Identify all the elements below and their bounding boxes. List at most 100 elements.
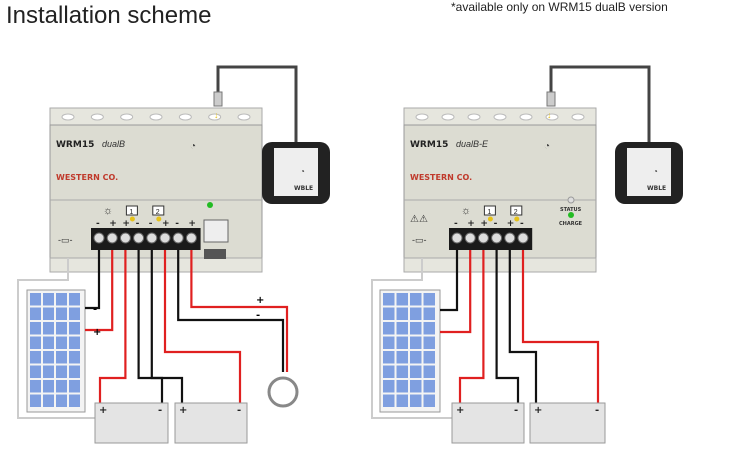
- solar-cell: [56, 351, 67, 364]
- terminal-screw: [93, 232, 105, 244]
- rail-slot: [149, 113, 163, 121]
- solar-cell: [383, 394, 395, 407]
- battery-minus: -: [158, 405, 162, 416]
- solar-cell: [69, 365, 80, 378]
- terminal-screw: [172, 232, 184, 244]
- battery-2-led: [156, 216, 162, 222]
- load-plus: +: [256, 295, 264, 306]
- solar-cell: [56, 322, 67, 335]
- panel-plus: +: [93, 327, 101, 338]
- solar-cell: [30, 380, 41, 393]
- battery-2-icon: [510, 205, 523, 216]
- solar-cell: [43, 293, 54, 306]
- sensor-label: WBLE: [294, 185, 313, 192]
- solar-cell: [423, 307, 435, 320]
- sensor-cable: [216, 65, 298, 142]
- battery1-positive-wire: [98, 250, 127, 403]
- rail-slot: [237, 113, 251, 121]
- solar-cell: [69, 307, 80, 320]
- solar-cell: [43, 380, 54, 393]
- battery2-positive-wire: [163, 250, 242, 403]
- battery: [94, 402, 169, 444]
- terminal-polarity: -: [494, 219, 498, 229]
- solar-cell: [30, 365, 41, 378]
- rail-slot: [61, 113, 75, 121]
- solar-cell: [69, 322, 80, 335]
- bottom-rail: [403, 257, 597, 273]
- solar-cell: [383, 307, 395, 320]
- rail-slot: [519, 113, 533, 121]
- sensor-face: [627, 148, 671, 196]
- wireless-icon: ◔: [300, 167, 305, 176]
- battery1-negative-wire: [137, 250, 164, 403]
- terminal-screw: [464, 232, 476, 244]
- terminal-polarity: -: [149, 219, 153, 229]
- terminal-polarity: +: [467, 219, 475, 229]
- battery1-negative-wire: [495, 250, 520, 403]
- sensor-label: WBLE: [647, 185, 666, 192]
- terminal-screw: [133, 232, 145, 244]
- battery-2-label: 2: [156, 209, 160, 216]
- page-title: Installation scheme: [6, 2, 212, 29]
- charge-label: CHARGE: [559, 221, 583, 227]
- terminal-polarity: -: [96, 219, 100, 229]
- battery-plus: +: [179, 405, 187, 416]
- solar-cell: [30, 293, 41, 306]
- load-minus: -: [256, 310, 260, 321]
- solar-cell: [410, 307, 422, 320]
- solar-cell: [69, 380, 80, 393]
- terminal-screw: [185, 232, 197, 244]
- rs485-port: [204, 249, 226, 259]
- solar-cell: [410, 394, 422, 407]
- terminal-polarity: -: [520, 219, 524, 229]
- solar-cell: [410, 322, 422, 335]
- solar-cell: [56, 336, 67, 349]
- status-led: [567, 196, 575, 204]
- bottom-rail: [49, 257, 263, 273]
- status-label: STATUS: [560, 207, 582, 213]
- terminal-screw: [119, 232, 131, 244]
- solar-cell: [423, 351, 435, 364]
- panel-positive-wire: [440, 250, 472, 334]
- terminal-polarity: +: [480, 219, 488, 229]
- solar-cell: [69, 351, 80, 364]
- rail-slot: [493, 113, 507, 121]
- cable-connector: [546, 91, 556, 107]
- battery-minus: -: [595, 405, 599, 416]
- arrow-down-icon: ↓: [547, 110, 552, 120]
- sensor-cable: [549, 65, 651, 142]
- battery-plus: +: [99, 405, 107, 416]
- wifi-icon: ◔: [544, 141, 550, 152]
- rail-slot: [178, 113, 192, 121]
- solar-cell: [410, 293, 422, 306]
- arrow-down-icon: ↓: [214, 110, 219, 120]
- battery1-positive-wire: [458, 250, 485, 403]
- battery: [174, 402, 248, 444]
- solar-cell: [43, 322, 54, 335]
- brand-logo: WESTERN CO.: [410, 173, 472, 182]
- brand-logo: WESTERN CO.: [56, 173, 118, 182]
- solar-cell: [43, 394, 54, 407]
- terminal-polarity: -: [454, 219, 458, 229]
- variant-label: dualB: [102, 139, 125, 149]
- panel-negative-wire: [85, 250, 101, 310]
- battery-plus: +: [456, 405, 464, 416]
- solar-cell: [396, 293, 408, 306]
- solar-cell: [383, 351, 395, 364]
- rail-slot: [120, 113, 134, 121]
- solar-cell: [423, 322, 435, 335]
- charge-led: [207, 202, 213, 208]
- sensor-face: [274, 148, 318, 196]
- solar-cell: [56, 380, 67, 393]
- panel-positive-wire: [85, 250, 114, 332]
- solar-cell: [43, 365, 54, 378]
- battery-1-label: 1: [129, 209, 133, 216]
- solar-cell: [383, 380, 395, 393]
- solar-cell: [30, 336, 41, 349]
- terminal-polarity: +: [122, 219, 130, 229]
- rail-slot: [208, 113, 222, 121]
- terminal-screw: [451, 232, 463, 244]
